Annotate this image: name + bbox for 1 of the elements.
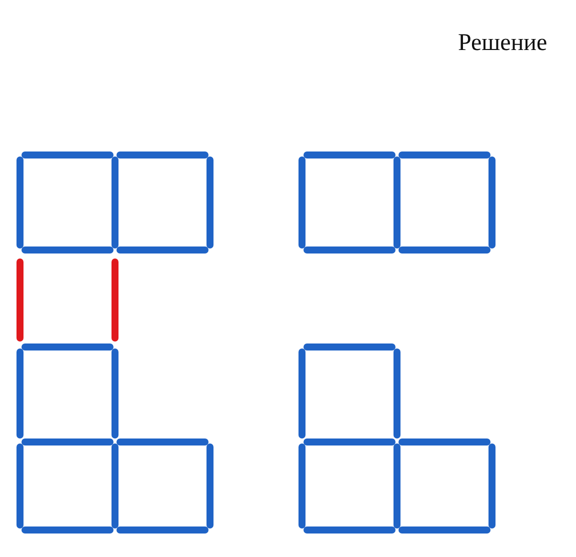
title: Решение [458,30,548,57]
